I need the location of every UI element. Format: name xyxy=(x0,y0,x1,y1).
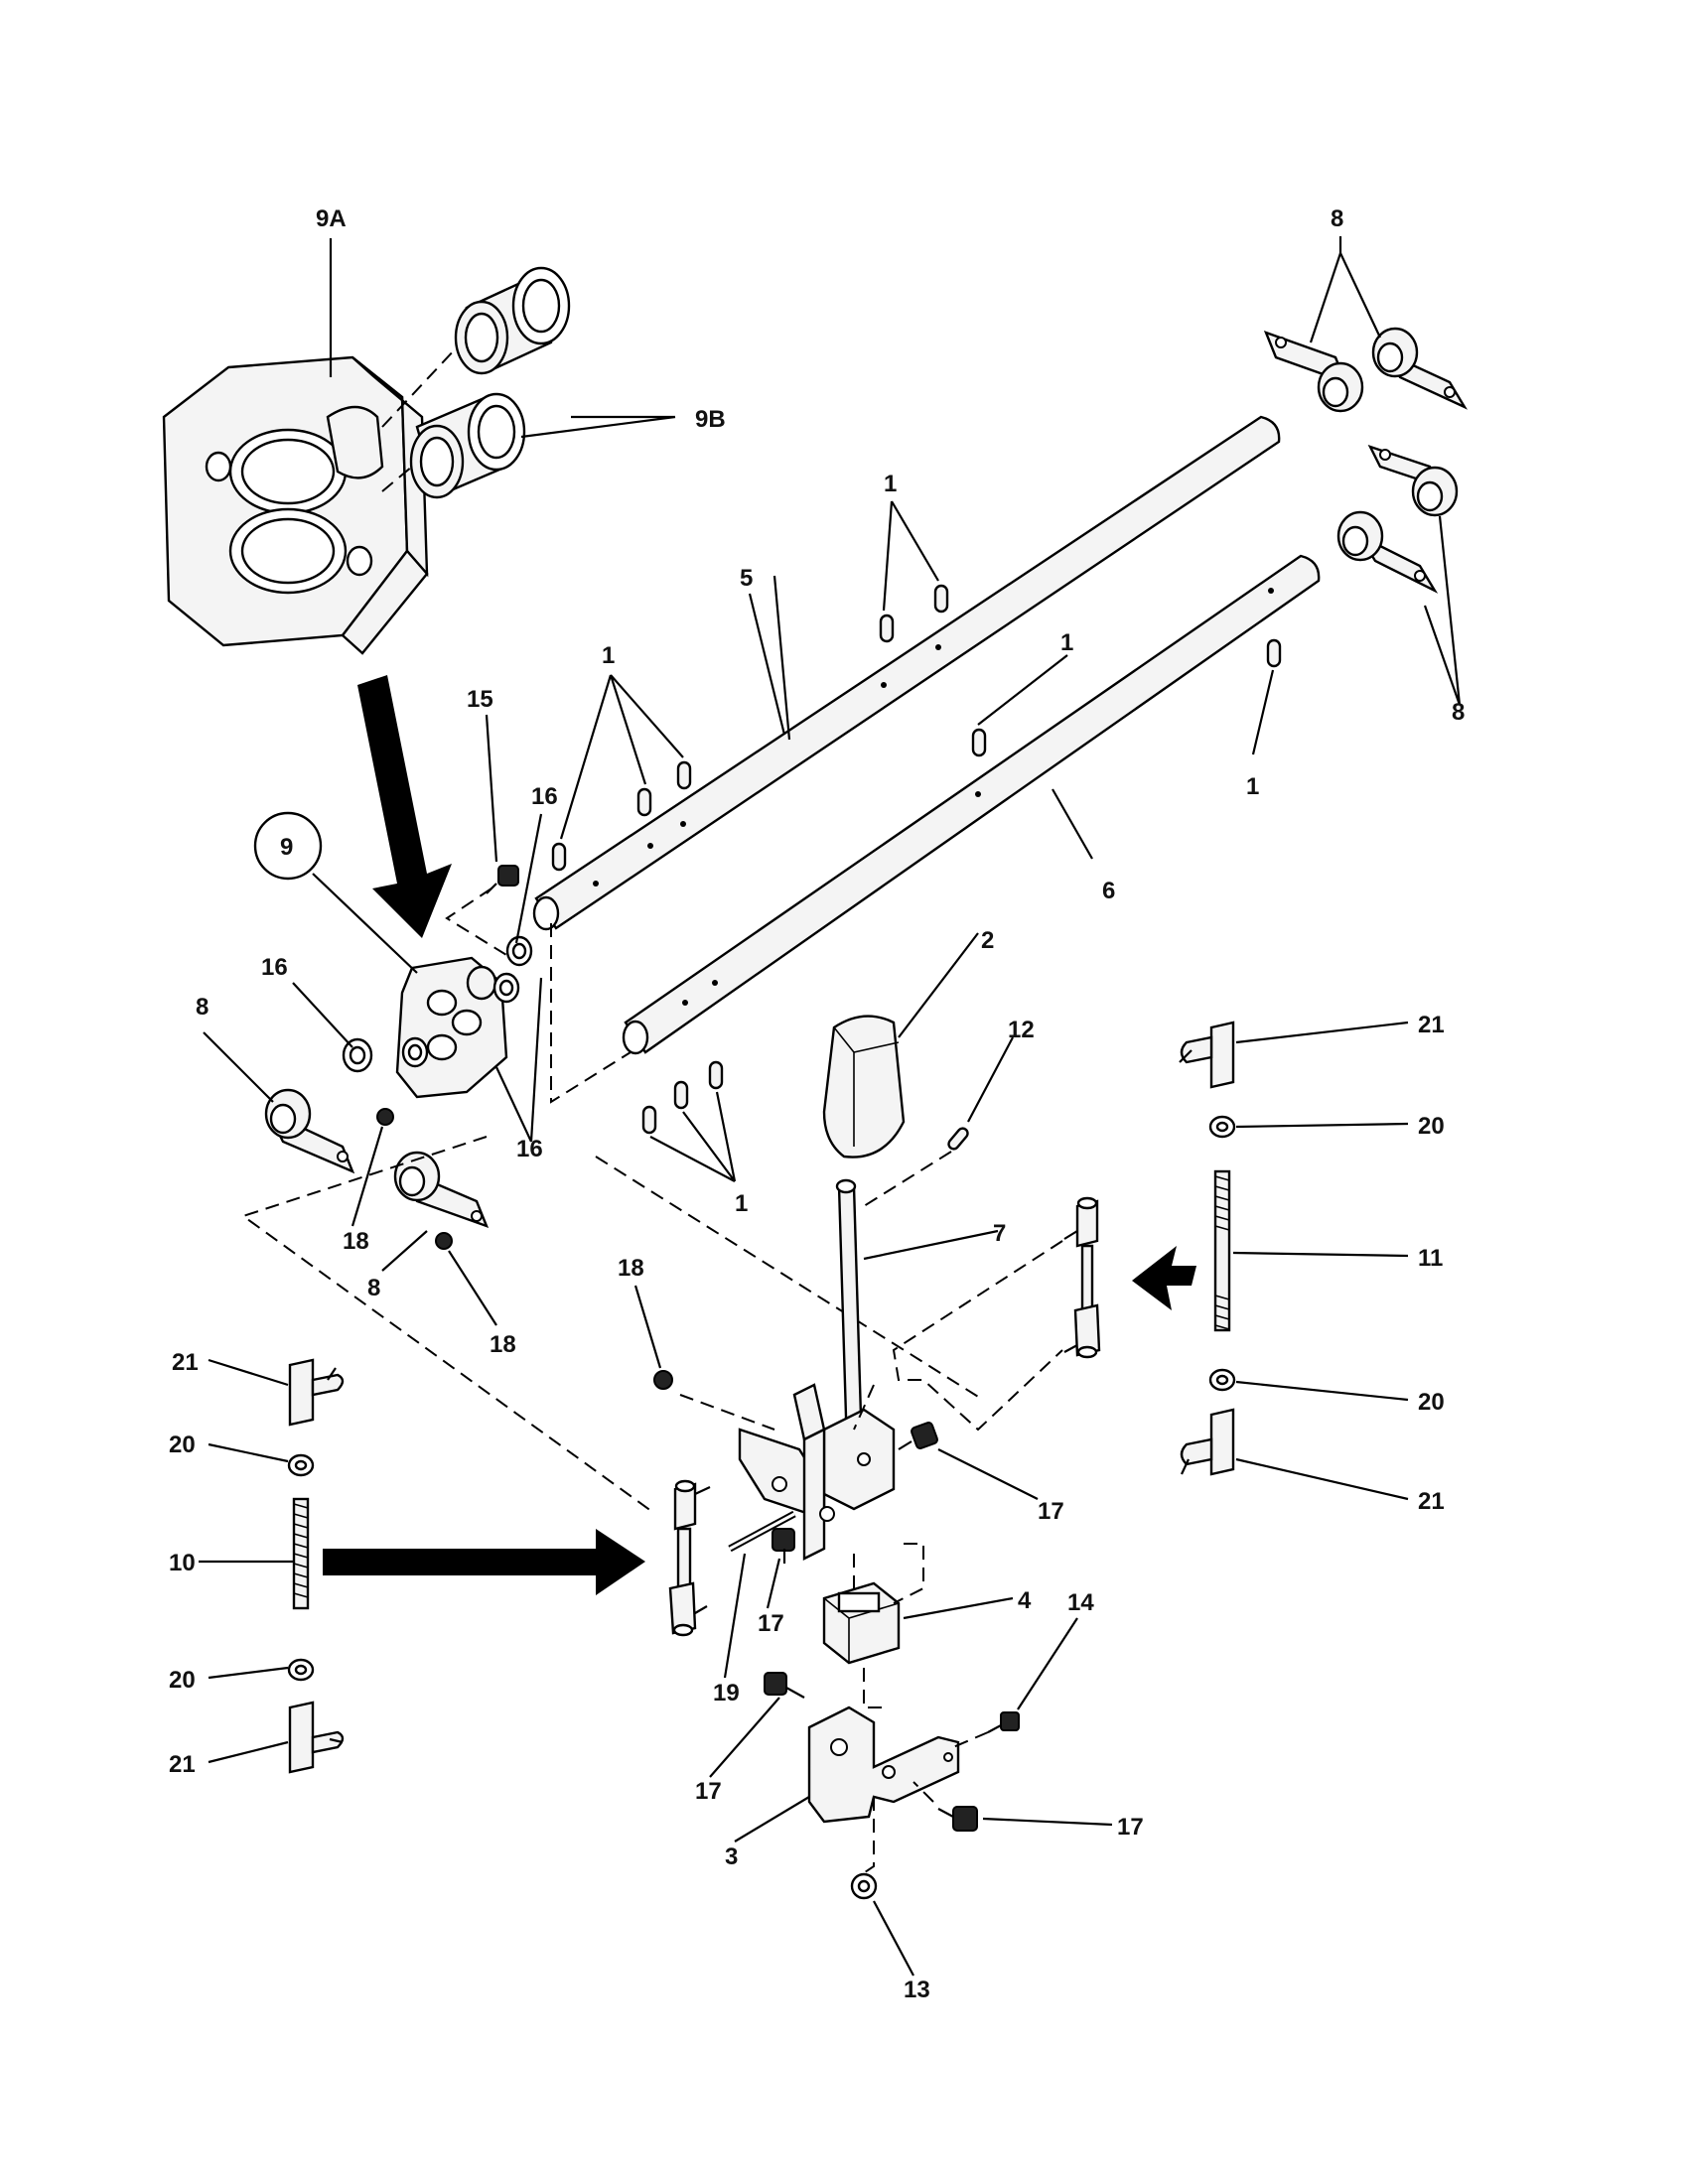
bushing-9b-upper xyxy=(454,266,571,375)
callout-5: 5 xyxy=(740,565,753,592)
callout-1-bottom: 1 xyxy=(735,1190,748,1217)
rod-end-21-right-top xyxy=(1179,1021,1235,1089)
callout-12: 12 xyxy=(1008,1017,1035,1043)
rod-end-21-left-top xyxy=(288,1358,345,1427)
callout-9-circle: 9 xyxy=(253,811,323,881)
callout-20-left-top: 20 xyxy=(169,1432,196,1458)
lever-8-top-right xyxy=(1371,327,1469,410)
pin-12 xyxy=(947,1127,969,1151)
callout-21-left-bottom: 21 xyxy=(169,1751,196,1778)
nut-13 xyxy=(850,1872,878,1900)
callout-8-top: 8 xyxy=(1331,205,1343,232)
callout-9a: 9A xyxy=(316,205,347,232)
callout-21-left-top: 21 xyxy=(172,1349,199,1376)
bolt-17-middle xyxy=(772,1528,795,1564)
callout-17-lower-left: 17 xyxy=(695,1778,722,1805)
washers-16 xyxy=(342,935,533,1073)
threaded-rod-11 xyxy=(1213,1169,1231,1332)
rod-end-21-left-bottom xyxy=(288,1701,345,1774)
callout-8-mid: 8 xyxy=(367,1275,380,1301)
shaft-5 xyxy=(532,415,1281,931)
lever-8-left xyxy=(264,1088,355,1174)
callout-labels: 9A 9B 8 8 1 1 1 1 1 5 6 15 16 16 16 8 8 … xyxy=(169,205,1465,2003)
callout-9b: 9B xyxy=(695,406,726,433)
callout-8-right: 8 xyxy=(1452,699,1465,726)
lever-8-mid xyxy=(393,1151,490,1229)
callout-15: 15 xyxy=(467,686,493,713)
callout-13: 13 xyxy=(904,1977,930,2003)
callout-18-left: 18 xyxy=(343,1228,369,1255)
callout-21-right-top: 21 xyxy=(1418,1012,1445,1038)
callout-8-left: 8 xyxy=(196,994,209,1021)
callout-6: 6 xyxy=(1102,878,1115,904)
callout-16-left: 16 xyxy=(261,954,288,981)
callout-17-middle: 17 xyxy=(758,1610,784,1637)
callout-19: 19 xyxy=(713,1680,740,1706)
bolt-17-upper xyxy=(898,1422,938,1450)
bushing-9b-lower xyxy=(409,392,526,499)
callout-21-right-bottom: 21 xyxy=(1418,1488,1445,1515)
lever-8-right-upper xyxy=(1367,444,1459,517)
roll-pins-1 xyxy=(551,584,1282,1135)
right-linkage-rod xyxy=(1063,1196,1101,1359)
bracket-3 xyxy=(807,1706,960,1824)
callout-1-mid: 1 xyxy=(1060,629,1073,656)
knob-2 xyxy=(822,1015,906,1159)
flange-plate-9a xyxy=(162,355,429,655)
washer-20-right-bottom xyxy=(1208,1368,1236,1392)
mounting-plate-9 xyxy=(395,956,508,1099)
callout-14: 14 xyxy=(1067,1589,1094,1616)
callout-7: 7 xyxy=(993,1220,1006,1247)
callout-18-upper: 18 xyxy=(618,1255,644,1282)
shaft-6 xyxy=(622,554,1321,1055)
lever-8-right-lower xyxy=(1336,510,1439,594)
callout-20-right-top: 20 xyxy=(1418,1113,1445,1140)
pivot-bracket xyxy=(738,1383,896,1561)
bolt-17-lower-right xyxy=(937,1806,978,1832)
linkage-rod-assembly xyxy=(668,1479,711,1637)
callout-4: 4 xyxy=(1018,1587,1032,1614)
washer-20-left-bottom xyxy=(287,1658,315,1682)
callout-16-top: 16 xyxy=(531,783,558,810)
callout-1-right: 1 xyxy=(1246,773,1259,800)
small-arrow-left xyxy=(1132,1246,1196,1310)
threaded-rod-10 xyxy=(292,1497,310,1610)
callout-2: 2 xyxy=(981,927,994,954)
lever-stick-7 xyxy=(835,1178,864,1451)
callout-18-mid: 18 xyxy=(490,1331,516,1358)
nuts-18 xyxy=(376,1108,673,1390)
callout-20-right-bottom: 20 xyxy=(1418,1389,1445,1416)
washer-20-right-top xyxy=(1208,1115,1236,1139)
callout-9: 9 xyxy=(280,834,293,861)
lever-8-top-left xyxy=(1263,330,1364,413)
washer-20-left-top xyxy=(287,1453,315,1477)
rod-end-21-right-bottom xyxy=(1180,1408,1235,1476)
callout-11: 11 xyxy=(1418,1245,1443,1272)
callout-10: 10 xyxy=(169,1550,196,1576)
callout-16-bottom: 16 xyxy=(516,1136,543,1162)
callout-1-left: 1 xyxy=(602,642,615,669)
block-4 xyxy=(822,1581,901,1665)
callout-20-left-bottom: 20 xyxy=(169,1667,196,1694)
screw-14 xyxy=(987,1711,1020,1733)
assembly-arrow-right xyxy=(323,1529,645,1595)
callout-3: 3 xyxy=(725,1843,738,1870)
callout-1-top: 1 xyxy=(884,471,897,497)
callout-17-upper: 17 xyxy=(1038,1498,1064,1525)
assembly-arrow-down xyxy=(357,675,452,938)
bolt-17-lower-left xyxy=(764,1672,805,1699)
pin-19 xyxy=(728,1510,796,1553)
callout-17-lower-right: 17 xyxy=(1117,1814,1144,1841)
